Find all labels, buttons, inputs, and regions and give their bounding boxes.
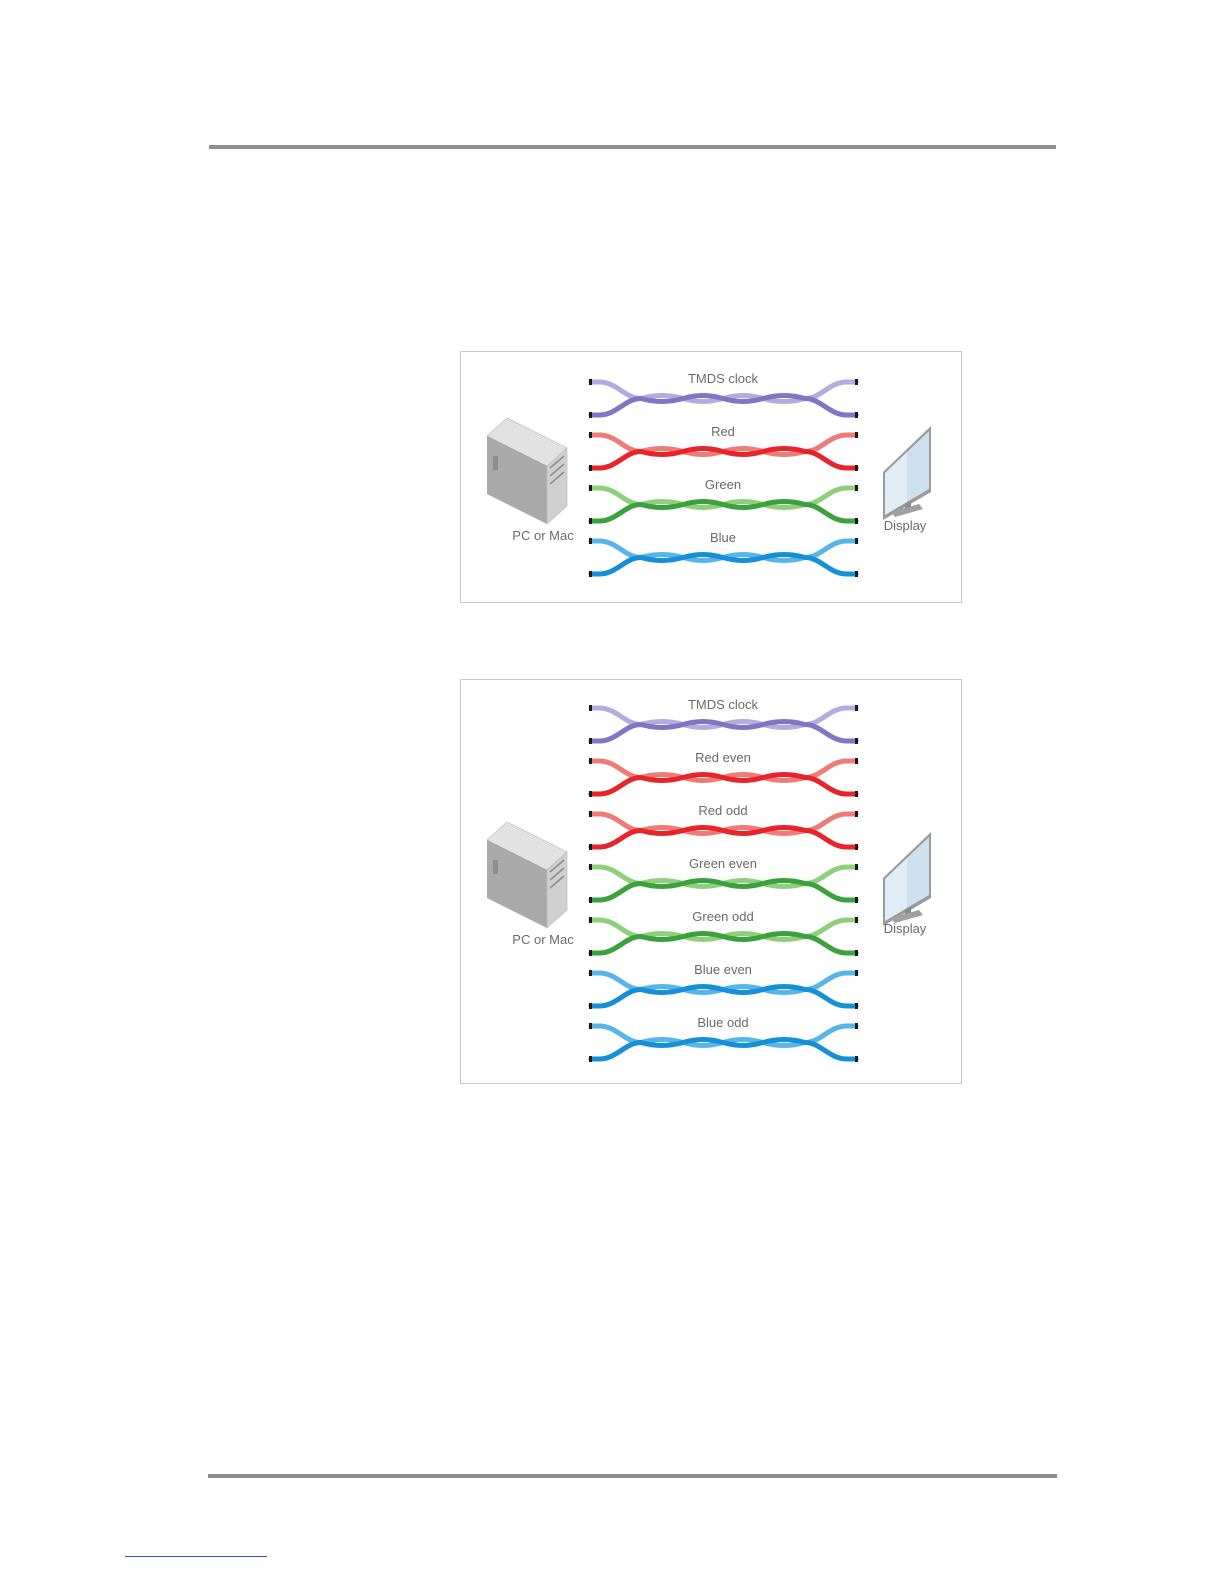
- cable-end-cap: [855, 705, 858, 711]
- cable-end-cap: [589, 379, 592, 385]
- pair-label: Green even: [689, 856, 757, 871]
- cable-pair: Green: [589, 477, 858, 524]
- cable-end-cap: [589, 917, 592, 923]
- cable-end-cap: [589, 412, 592, 418]
- footer-rule: [208, 1474, 1057, 1478]
- cable-end-cap: [589, 791, 592, 797]
- cable-end-cap: [855, 538, 858, 544]
- pair-label: Green: [705, 477, 741, 492]
- cable-end-cap: [855, 811, 858, 817]
- pc-tower-icon: [487, 418, 567, 524]
- pair-label: Blue even: [694, 962, 752, 977]
- cable-end-cap: [855, 571, 858, 577]
- cable-pair: Red even: [589, 750, 858, 797]
- cable-end-cap: [589, 1056, 592, 1062]
- pair-label: Red: [711, 424, 735, 439]
- pair-label: Red even: [695, 750, 751, 765]
- cable-end-cap: [589, 705, 592, 711]
- cable-end-cap: [589, 864, 592, 870]
- cable-pair: Blue even: [589, 962, 858, 1009]
- display-label: Display: [884, 921, 927, 936]
- cable-end-cap: [855, 412, 858, 418]
- cable-end-cap: [855, 465, 858, 471]
- cable-end-cap: [589, 844, 592, 850]
- cable-pair: Red odd: [589, 803, 858, 850]
- cable-pair: TMDS clock: [589, 697, 858, 744]
- footer-link-underline: [125, 1556, 267, 1557]
- cable-end-cap: [855, 864, 858, 870]
- cable-end-cap: [589, 485, 592, 491]
- cable-pair: Green even: [589, 856, 858, 903]
- cable-end-cap: [855, 1056, 858, 1062]
- cable-end-cap: [589, 897, 592, 903]
- pair-label: TMDS clock: [688, 697, 759, 712]
- cable-end-cap: [855, 758, 858, 764]
- cable-end-cap: [855, 950, 858, 956]
- cable-pair: Green odd: [589, 909, 858, 956]
- display-monitor-icon: [883, 426, 931, 520]
- header-rule: [209, 145, 1056, 149]
- cable-end-cap: [589, 465, 592, 471]
- pair-label: Green odd: [692, 909, 753, 924]
- pair-label: Red odd: [698, 803, 747, 818]
- cable-end-cap: [589, 571, 592, 577]
- cable-end-cap: [855, 970, 858, 976]
- cable-end-cap: [589, 950, 592, 956]
- cable-end-cap: [589, 518, 592, 524]
- pc-label: PC or Mac: [512, 528, 574, 543]
- cable-end-cap: [855, 1023, 858, 1029]
- cable-pair: Red: [589, 424, 858, 471]
- pair-label: TMDS clock: [688, 371, 759, 386]
- cable-end-cap: [589, 538, 592, 544]
- cable-end-cap: [855, 897, 858, 903]
- cable-end-cap: [855, 917, 858, 923]
- cable-end-cap: [855, 518, 858, 524]
- cable-end-cap: [589, 811, 592, 817]
- cable-end-cap: [855, 738, 858, 744]
- cable-end-cap: [855, 844, 858, 850]
- cable-end-cap: [589, 738, 592, 744]
- pair-label: Blue: [710, 530, 736, 545]
- cable-end-cap: [855, 432, 858, 438]
- cable-end-cap: [589, 1003, 592, 1009]
- cable-pair: TMDS clock: [589, 371, 858, 418]
- cable-end-cap: [589, 758, 592, 764]
- display-monitor-icon: [883, 832, 931, 926]
- cable-end-cap: [855, 1003, 858, 1009]
- pc-label: PC or Mac: [512, 932, 574, 947]
- cable-end-cap: [855, 379, 858, 385]
- cable-pair: Blue: [589, 530, 858, 577]
- cable-end-cap: [589, 1023, 592, 1029]
- cable-end-cap: [589, 970, 592, 976]
- pc-tower-icon: [487, 822, 567, 928]
- cable-end-cap: [589, 432, 592, 438]
- display-label: Display: [884, 518, 927, 533]
- pair-label: Blue odd: [697, 1015, 748, 1030]
- cable-end-cap: [855, 791, 858, 797]
- cable-end-cap: [855, 485, 858, 491]
- cable-pair: Blue odd: [589, 1015, 858, 1062]
